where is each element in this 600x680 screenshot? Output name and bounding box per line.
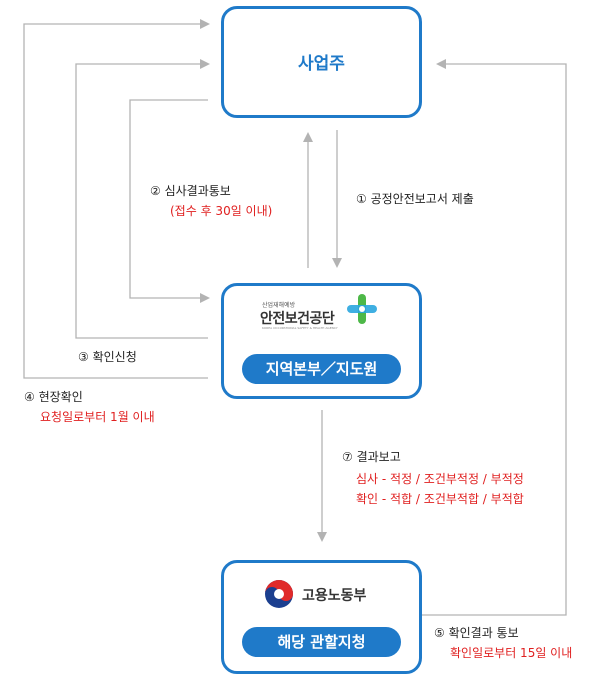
step-2-label: ② 심사결과통보 bbox=[150, 184, 231, 198]
ministry-logo-name: 고용노동부 bbox=[302, 588, 367, 604]
taegeuk-icon bbox=[265, 580, 293, 608]
kosha-logo-en: KOREA OCCUPATIONAL SAFETY & HEALTH AGENC… bbox=[262, 326, 338, 330]
ministry-logo: 고용노동부 bbox=[264, 579, 394, 611]
step-7-label: ⑦ 결과보고 bbox=[342, 450, 401, 464]
step-2-note: (접수 후 30일 이내) bbox=[170, 204, 273, 218]
kosha-logo: 산업재해예방 안전보건공단 KOREA OCCUPATIONAL SAFETY … bbox=[260, 294, 390, 336]
kosha-logo-small: 산업재해예방 bbox=[262, 302, 296, 309]
step-3-label: ③ 확인신청 bbox=[78, 350, 137, 364]
step-7-note-1: 심사 - 적정 / 조건부적정 / 부적정 bbox=[356, 472, 524, 486]
step-5-label: ⑤ 확인결과 통보 bbox=[434, 626, 519, 640]
ministry-badge: 해당 관할지청 bbox=[242, 627, 401, 657]
arrow-review-result bbox=[129, 99, 210, 303]
step-4-note: 요청일로부터 1월 이내 bbox=[40, 410, 155, 424]
arrow-site-check bbox=[23, 19, 210, 379]
arrow-confirm-result-notice bbox=[418, 59, 567, 616]
arrow-confirm-request bbox=[75, 59, 210, 339]
step-7-note-2: 확인 - 적합 / 조건부적합 / 부적합 bbox=[356, 492, 524, 506]
ministry-box: 고용노동부 해당 관할지청 bbox=[221, 560, 422, 674]
kosha-badge: 지역본부／지도원 bbox=[242, 354, 401, 384]
step-1-label: ① 공정안전보고서 제출 bbox=[356, 192, 474, 206]
employer-box: 사업주 bbox=[221, 6, 422, 118]
kosha-box: 산업재해예방 안전보건공단 KOREA OCCUPATIONAL SAFETY … bbox=[221, 283, 422, 399]
step-4-label: ④ 현장확인 bbox=[24, 390, 83, 404]
kosha-cross-icon bbox=[347, 294, 377, 324]
kosha-logo-main: 안전보건공단 bbox=[260, 311, 335, 327]
employer-title: 사업주 bbox=[298, 54, 345, 74]
step-5-note: 확인일로부터 15일 이내 bbox=[450, 646, 573, 660]
